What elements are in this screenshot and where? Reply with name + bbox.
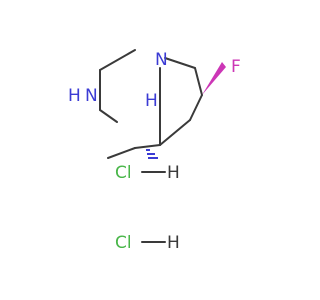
chlorine-label: Cl (115, 233, 132, 253)
chlorine-label: Cl (115, 163, 132, 183)
pyrrolidine-ring-bonds (159, 57, 203, 146)
ring-nitrogen-label: N (155, 50, 168, 70)
bond-c6-c7 (189, 94, 203, 121)
hashed-wedge-h (146, 149, 158, 159)
bond-n-c5 (164, 57, 196, 69)
wedge-bond-fluorine (202, 62, 226, 95)
piperazine-ring-bonds (99, 49, 161, 159)
structure-drawing: N N H F H Cl H Cl H (68, 49, 241, 253)
amine-nitrogen-label: N (85, 86, 98, 106)
hydrochloride-salt-1: Cl H (115, 163, 180, 183)
bond-c3-c4 (134, 144, 161, 149)
fluorine-label: F (231, 57, 241, 77)
stereo-hydrogen-label: H (145, 91, 158, 111)
hydrogen-label: H (167, 233, 180, 253)
bond-n2-c3 (107, 147, 136, 159)
hydrogen-label: H (167, 163, 180, 183)
bond-n-c1 (99, 49, 136, 71)
hydrochloride-salt-2: Cl H (115, 233, 180, 253)
bond-c7-c4 (159, 119, 191, 146)
bond-c2-n2 (99, 109, 118, 123)
amine-hydrogen-label: H (68, 86, 81, 106)
bond-c5-c6 (194, 67, 203, 96)
molecule-canvas: N N H F H Cl H Cl H (68, 49, 241, 253)
